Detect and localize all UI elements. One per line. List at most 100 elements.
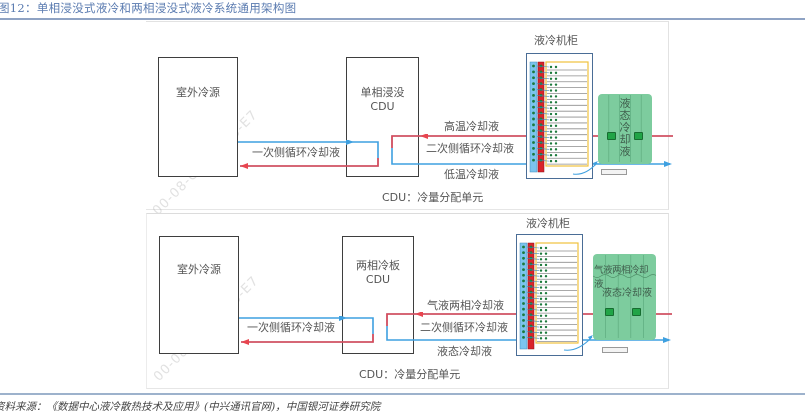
cabinet-title: 液冷机柜 xyxy=(534,34,578,47)
cold-node xyxy=(532,158,535,162)
server-node xyxy=(554,101,558,104)
hot-node xyxy=(539,123,543,127)
hot-node xyxy=(539,146,543,150)
primary-loop-pipe xyxy=(239,316,374,345)
primary-loop-label: 一次侧循环冷却液 xyxy=(247,321,335,334)
hot-node xyxy=(529,335,533,339)
outdoor-cold-source-box: 室外冷源 xyxy=(158,57,238,177)
server-node xyxy=(549,154,553,157)
cold-node xyxy=(532,105,535,109)
cold-node xyxy=(522,245,525,249)
cold-supply-label: 液态冷却液 xyxy=(437,345,492,358)
hot-manifold xyxy=(527,242,535,350)
server-node xyxy=(544,297,548,301)
cold-node xyxy=(532,141,535,144)
hot-node xyxy=(529,268,533,271)
server-hose xyxy=(536,106,550,109)
server-hose xyxy=(536,148,550,150)
hot-node xyxy=(529,245,533,249)
arrow-left-icon xyxy=(241,339,249,345)
server-node xyxy=(549,83,553,86)
server-node xyxy=(554,95,558,98)
cold-node xyxy=(532,152,535,156)
cold-node xyxy=(522,268,525,271)
hot-node xyxy=(529,251,533,255)
server-node xyxy=(544,258,548,261)
hot-node xyxy=(529,296,533,300)
server-hose xyxy=(536,124,550,127)
server-hose xyxy=(536,100,550,103)
server-hose xyxy=(526,331,540,334)
hot-node xyxy=(529,330,533,334)
pump-icon xyxy=(605,308,614,316)
server-hose xyxy=(526,308,540,311)
cold-node xyxy=(532,111,535,115)
server-node xyxy=(539,263,543,267)
two-phase-diagram: 00-08-C6-CB-A6-E7 室外冷源 两相冷板 CDU 一次侧循环冷却液… xyxy=(146,213,672,389)
server-node xyxy=(549,124,553,128)
server-node xyxy=(544,269,548,272)
server-hose xyxy=(526,269,540,271)
cold-node xyxy=(532,70,535,74)
server-node xyxy=(554,77,558,80)
server-node xyxy=(549,142,553,145)
cold-manifold xyxy=(519,242,528,350)
port-tag xyxy=(601,169,627,175)
server-node xyxy=(544,291,548,295)
server-hose xyxy=(526,291,540,294)
server-node xyxy=(544,320,548,323)
cold-node xyxy=(532,94,535,97)
overflow-pipe xyxy=(572,161,598,175)
server-node xyxy=(549,77,553,80)
server-hose xyxy=(536,153,550,156)
rack-internals xyxy=(519,242,579,350)
cold-supply-label: 低温冷却液 xyxy=(444,168,499,181)
server-node xyxy=(554,154,558,157)
cold-node xyxy=(532,129,535,133)
figure-title: 图12：单相浸没式液冷和两相浸没式液冷系统通用架构图 xyxy=(0,1,297,15)
pump-icon xyxy=(632,308,641,316)
server-hose xyxy=(526,320,540,322)
server-hose xyxy=(536,65,550,68)
server-node xyxy=(554,71,558,75)
hot-node xyxy=(539,105,543,109)
server-node xyxy=(539,275,543,278)
server-node xyxy=(549,136,553,139)
server-node xyxy=(539,291,543,295)
server-node xyxy=(554,112,558,116)
cold-node xyxy=(522,251,525,255)
hot-node xyxy=(539,111,543,115)
cdu-label-line2: CDU xyxy=(365,273,391,286)
server-node xyxy=(549,118,553,122)
cold-node xyxy=(522,256,525,260)
hot-return-label: 高温冷却液 xyxy=(444,120,499,133)
cold-node xyxy=(532,64,535,68)
server-node xyxy=(554,83,558,86)
arrow-right-icon xyxy=(664,161,672,167)
server-node xyxy=(549,89,553,92)
server-node xyxy=(554,130,558,133)
cold-node xyxy=(522,273,525,277)
cold-node xyxy=(532,123,535,127)
cdu-label-line2: CDU xyxy=(370,100,395,113)
outdoor-cold-source-label: 室外冷源 xyxy=(177,263,221,276)
server-node xyxy=(554,65,558,69)
server-node xyxy=(549,101,553,104)
secondary-loop-label: 二次侧循环冷却液 xyxy=(420,321,508,334)
server-node xyxy=(544,331,548,334)
server-node xyxy=(544,246,548,250)
server-hose xyxy=(526,252,540,254)
cold-node xyxy=(522,302,525,305)
cdu-label-line1: 两相冷板 xyxy=(356,259,400,272)
server-node xyxy=(544,286,548,289)
top-divider xyxy=(0,18,805,20)
server-hose xyxy=(536,71,550,74)
hot-return-label: 气液两相冷却液 xyxy=(427,299,504,312)
hot-node xyxy=(539,99,543,103)
server-node xyxy=(539,320,543,323)
cold-node xyxy=(522,307,525,311)
legend-text: CDU：冷量分配单元 xyxy=(359,368,461,381)
server-hose xyxy=(526,303,540,305)
primary-loop-label: 一次侧循环冷却液 xyxy=(252,146,340,159)
cold-node xyxy=(522,330,525,334)
